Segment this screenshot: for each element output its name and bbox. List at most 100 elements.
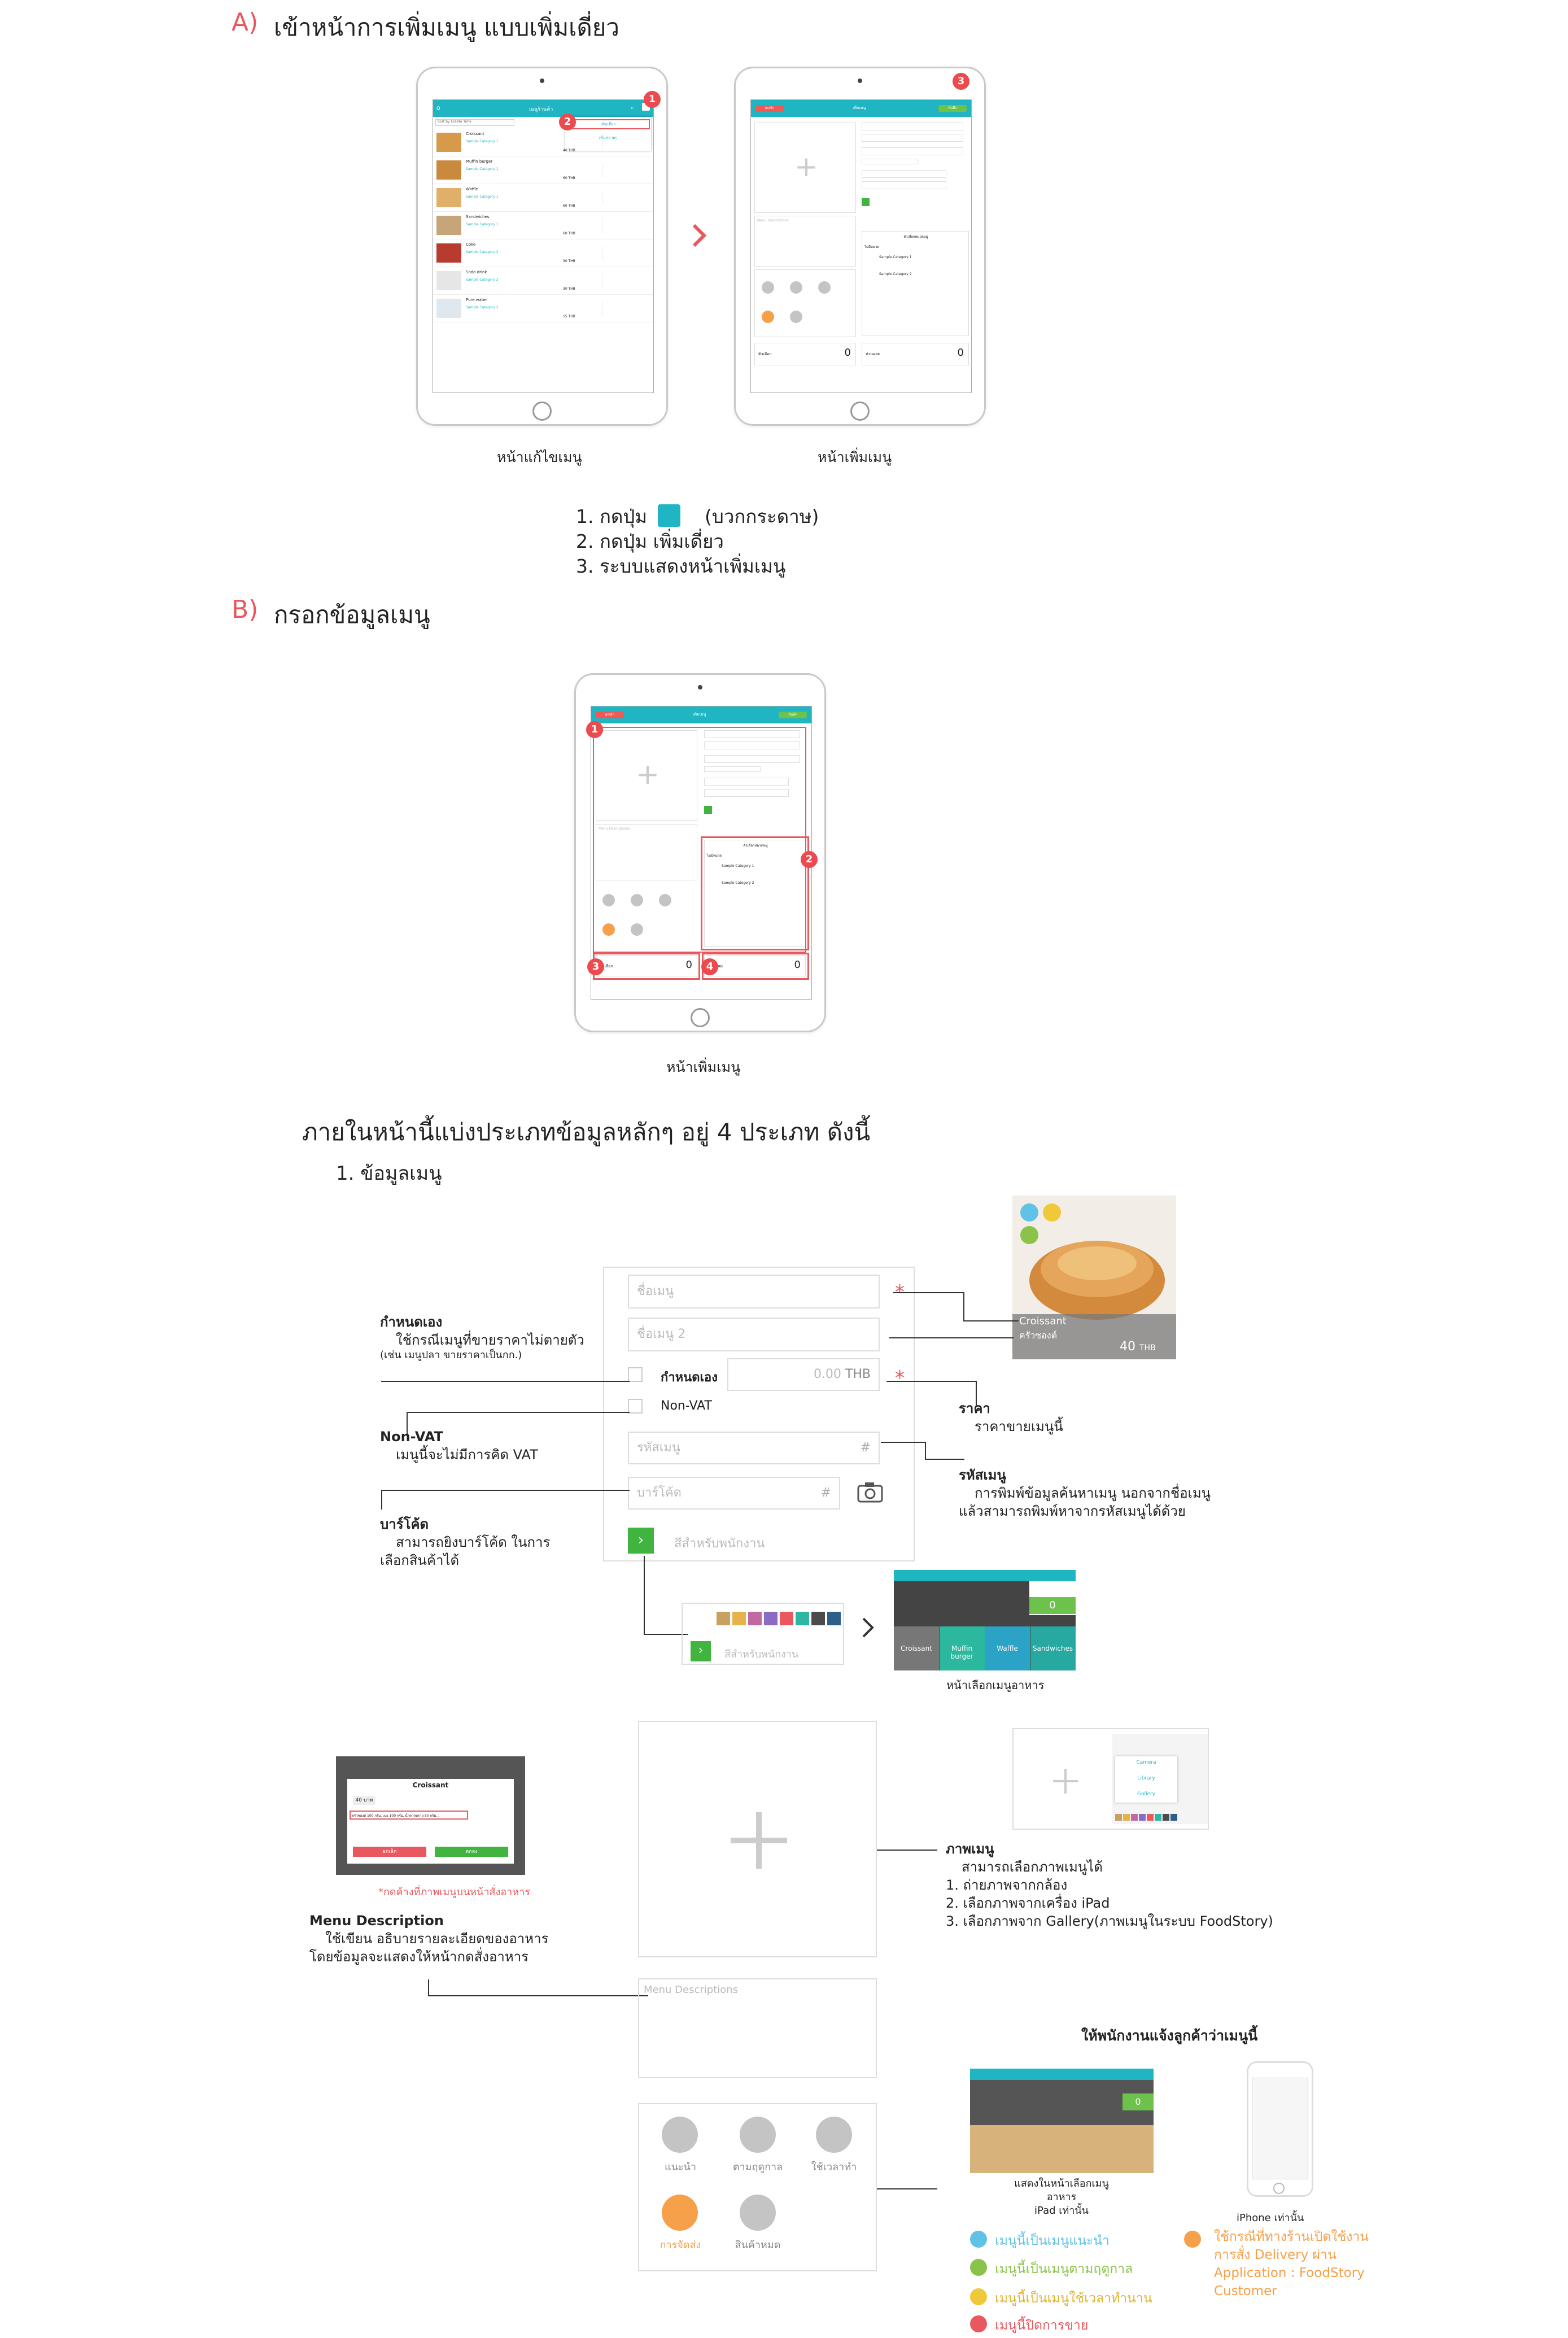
custom-label: กำหนดเอง bbox=[661, 1371, 718, 1385]
card-thai: ครัวซองต์ bbox=[1019, 1330, 1057, 1341]
menu-tile[interactable]: Croissant bbox=[894, 1626, 939, 1670]
menu-tile[interactable]: Waffle bbox=[985, 1626, 1030, 1670]
color-swatch[interactable] bbox=[732, 1612, 746, 1625]
popup-cancel[interactable]: ยกเลิก bbox=[353, 1847, 426, 1857]
ann-photo: ภาพเมนู สามารถเลือกภาพเมนูได้ 1. ถ่ายภาพ… bbox=[946, 1841, 1273, 1929]
badge-3: 3 bbox=[587, 958, 604, 975]
menu-category: Sample Category 2 bbox=[466, 250, 499, 254]
home-icon[interactable]: ⌂ bbox=[436, 104, 440, 111]
menu-tile[interactable]: Muffin burger bbox=[939, 1626, 985, 1670]
color-swatch[interactable] bbox=[1139, 1814, 1146, 1821]
sold-out-icon[interactable] bbox=[740, 2195, 776, 2231]
long-time-icon[interactable] bbox=[816, 2117, 852, 2153]
color-picker-button[interactable]: › bbox=[691, 1641, 711, 1661]
menu-description-box[interactable]: Menu Descriptions bbox=[638, 1978, 877, 2078]
sort-select[interactable]: Sort by Create Time bbox=[435, 119, 514, 126]
section-a-title: เข้าหน้าการเพิ่มเมนู แบบเพิ่มเดี่ยว bbox=[274, 14, 619, 41]
add-multiple-option[interactable]: เพิ่มหลายๆ bbox=[599, 136, 618, 140]
price-field[interactable]: 0.00 THB bbox=[727, 1358, 880, 1391]
menu-price: 60 THB bbox=[563, 204, 575, 208]
nonvat-checkbox[interactable] bbox=[628, 1399, 643, 1414]
seasonal-icon[interactable] bbox=[740, 2117, 776, 2153]
photo-box[interactable] bbox=[638, 1721, 877, 1957]
code-field[interactable]: รหัสเมนู# bbox=[628, 1432, 880, 1464]
step-3: 3. ระบบแสดงหน้าเพิ่มเมนู bbox=[576, 555, 786, 577]
recommend-label: แนะนำ bbox=[665, 2161, 696, 2173]
color-swatch[interactable] bbox=[796, 1612, 809, 1625]
add-single-option[interactable]: เพิ่มเดี่ยว bbox=[566, 119, 650, 129]
menu-name2-field[interactable]: ชื่อเมนู 2 bbox=[628, 1318, 880, 1351]
caption-add-menu-b: หน้าเพิ่มเมนู bbox=[666, 1059, 741, 1075]
badge-3: 3 bbox=[953, 73, 969, 90]
menu-thumbnail bbox=[436, 188, 461, 207]
required-mark: * bbox=[895, 1367, 905, 1389]
color-swatch[interactable] bbox=[1163, 1814, 1169, 1821]
menu-price: 30 THB bbox=[563, 259, 575, 263]
color-swatch[interactable] bbox=[780, 1612, 793, 1625]
delivery-icon[interactable] bbox=[662, 2195, 698, 2231]
color-swatch[interactable] bbox=[827, 1612, 841, 1625]
seasonal-label: ตามฤดูกาล bbox=[732, 2161, 783, 2173]
right-total[interactable]: ส่วนผสม 0 bbox=[862, 343, 969, 365]
photo-placeholder[interactable]: + bbox=[596, 730, 697, 821]
staff-color-label: สีสำหรับพนักงาน bbox=[724, 1648, 799, 1660]
iphone-caption: iPhone เท่านั้น bbox=[1237, 2212, 1304, 2224]
steps-list: 1. กดปุ่ม (บวกกระดาษ) 2. กดปุ่ม เพิ่มเดี… bbox=[576, 504, 926, 579]
menu-name: Coke bbox=[466, 242, 476, 247]
save-button[interactable]: บันทึก bbox=[938, 105, 967, 112]
save-button[interactable]: บันทึก bbox=[779, 712, 807, 718]
menu-price: 60 THB bbox=[563, 176, 575, 180]
color-swatch[interactable] bbox=[1115, 1814, 1122, 1821]
custom-checkbox[interactable] bbox=[628, 1367, 643, 1382]
region-3-box bbox=[593, 953, 700, 980]
left-total[interactable]: ตัวเลือก 0 bbox=[754, 343, 856, 365]
color-swatch[interactable] bbox=[717, 1612, 730, 1625]
add-title: เพิ่มเมนู bbox=[693, 712, 706, 717]
badge-1: 1 bbox=[644, 91, 661, 108]
color-swatch[interactable] bbox=[1147, 1814, 1154, 1821]
cancel-button[interactable]: ยกเลิก bbox=[755, 105, 784, 112]
caption-select-menu: หน้าเลือกเมนูอาหาร bbox=[946, 1678, 1045, 1692]
color-swatch[interactable] bbox=[748, 1612, 762, 1625]
desc-area[interactable]: Menu Descriptions bbox=[754, 216, 856, 267]
card-name: Croissant bbox=[1019, 1315, 1067, 1327]
recommend-icon[interactable] bbox=[662, 2117, 698, 2153]
ann-barcode: บาร์โค้ด สามารถยิงบาร์โค้ด ในการ เลือกสิ… bbox=[380, 1516, 551, 1568]
menu-name-field[interactable]: ชื่อเมนู bbox=[628, 1275, 880, 1308]
color-bar: › สีสำหรับพนักงาน bbox=[682, 1603, 844, 1665]
badge-2: 2 bbox=[801, 851, 818, 868]
add-dropdown: เพิ่มเดี่ยว เพิ่มหลายๆ bbox=[565, 117, 651, 151]
menu-tile[interactable]: Sandwiches bbox=[1030, 1626, 1076, 1670]
photo-placeholder[interactable]: + bbox=[754, 123, 856, 213]
icons-area bbox=[596, 883, 697, 950]
color-swatch[interactable] bbox=[764, 1612, 778, 1625]
barcode-field[interactable]: บาร์โค้ด# bbox=[628, 1477, 840, 1510]
recommend-icon bbox=[970, 2231, 987, 2248]
ipad-edit-menu: ⌂ เมนูร้านค้า ⌕ Sort by Create Time เพิ่… bbox=[416, 67, 668, 426]
desc-area[interactable]: Menu Descriptions bbox=[596, 824, 697, 880]
popup-ok[interactable]: ตกลง bbox=[435, 1847, 508, 1857]
color-swatch[interactable] bbox=[1131, 1814, 1138, 1821]
search-icon[interactable]: ⌕ bbox=[630, 104, 634, 111]
menu-category: Sample Category 1 bbox=[466, 139, 499, 143]
camera-icon[interactable] bbox=[857, 1481, 883, 1503]
croissant-image bbox=[1020, 1203, 1165, 1320]
color-swatch[interactable] bbox=[1155, 1814, 1161, 1821]
menu-thumbnail bbox=[436, 271, 461, 290]
cancel-button[interactable]: ยกเลิก bbox=[596, 712, 624, 718]
color-picker-button[interactable]: › bbox=[628, 1528, 654, 1554]
long-time-icon bbox=[970, 2288, 987, 2305]
color-swatch[interactable] bbox=[1170, 1814, 1177, 1821]
color-swatch[interactable] bbox=[811, 1612, 825, 1625]
add-paper-icon bbox=[658, 504, 680, 527]
color-swatch[interactable] bbox=[1123, 1814, 1130, 1821]
add-title: เพิ่มเมนู bbox=[853, 106, 866, 110]
